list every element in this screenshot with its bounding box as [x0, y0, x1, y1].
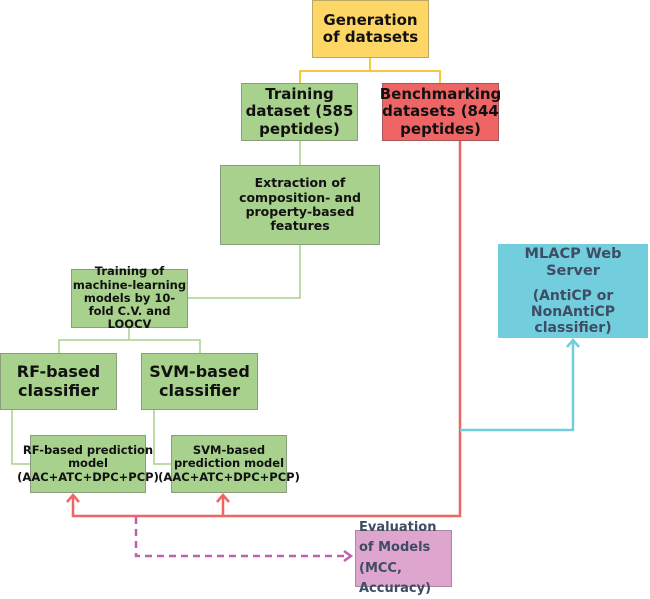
node-title: MLACP Web Server [524, 246, 622, 279]
node-label: Benchmarking datasets (844 peptides) [379, 85, 502, 138]
arrowhead-rf-model [66, 493, 80, 503]
node-label: RF-based classifier [16, 362, 101, 400]
node-rf-classifier: RF-based classifier [0, 353, 117, 410]
arrowhead-evaluation [343, 549, 354, 563]
node-training-ml-models: Training of machine-learning models by 1… [71, 265, 188, 331]
edge-generation-split [299, 58, 441, 83]
node-generation-of-datasets: Generation of datasets [312, 0, 429, 58]
node-training-dataset: Training dataset (585 peptides) [241, 83, 358, 141]
node-label: SVM-based prediction model (AAC+ATC+DPC+… [158, 443, 300, 484]
node-feature-extraction: Extraction of composition- and property-… [220, 165, 380, 245]
node-label: Generation of datasets [322, 10, 419, 46]
node-label: Training of machine-learning models by 1… [72, 264, 187, 332]
node-svm-prediction-model: SVM-based prediction model (AAC+ATC+DPC+… [158, 435, 300, 493]
node-label: RF-based prediction model (AAC+ATC+DPC+P… [17, 443, 159, 484]
node-label: Extraction of composition- and property-… [239, 175, 361, 234]
arrowhead-mlacp [566, 338, 580, 348]
edge-rf-classifier-to-model [11, 410, 30, 465]
node-benchmarking-datasets: Benchmarking datasets (844 peptides) [379, 83, 502, 141]
node-label: SVM-based classifier [149, 362, 250, 400]
node-label: Evaluation of Models (MCC, Accuracy) [359, 520, 437, 596]
edge-extraction-to-trainml [188, 245, 301, 299]
node-mlacp-web-server: MLACP Web Server (AntiCP or NonAntiCP cl… [498, 244, 648, 338]
edge-benchmarking-to-models [66, 141, 462, 518]
edge-benchmarking-to-mlacp [460, 338, 580, 432]
arrowhead-svm-model [216, 493, 230, 503]
edge-trainml-to-classifiers [58, 339, 201, 353]
node-subtitle: (AntiCP or NonAntiCP classifier) [530, 287, 616, 336]
node-svm-classifier: SVM-based classifier [141, 353, 258, 410]
edge-svm-classifier-to-model [153, 410, 171, 465]
node-label: Training dataset (585 peptides) [245, 85, 354, 138]
node-evaluation-of-models: Evaluation of Models (MCC, Accuracy) [355, 520, 452, 596]
edge-models-to-evaluation [134, 517, 354, 563]
edge-green-tree [11, 141, 301, 465]
node-rf-prediction-model: RF-based prediction model (AAC+ATC+DPC+P… [17, 435, 159, 493]
